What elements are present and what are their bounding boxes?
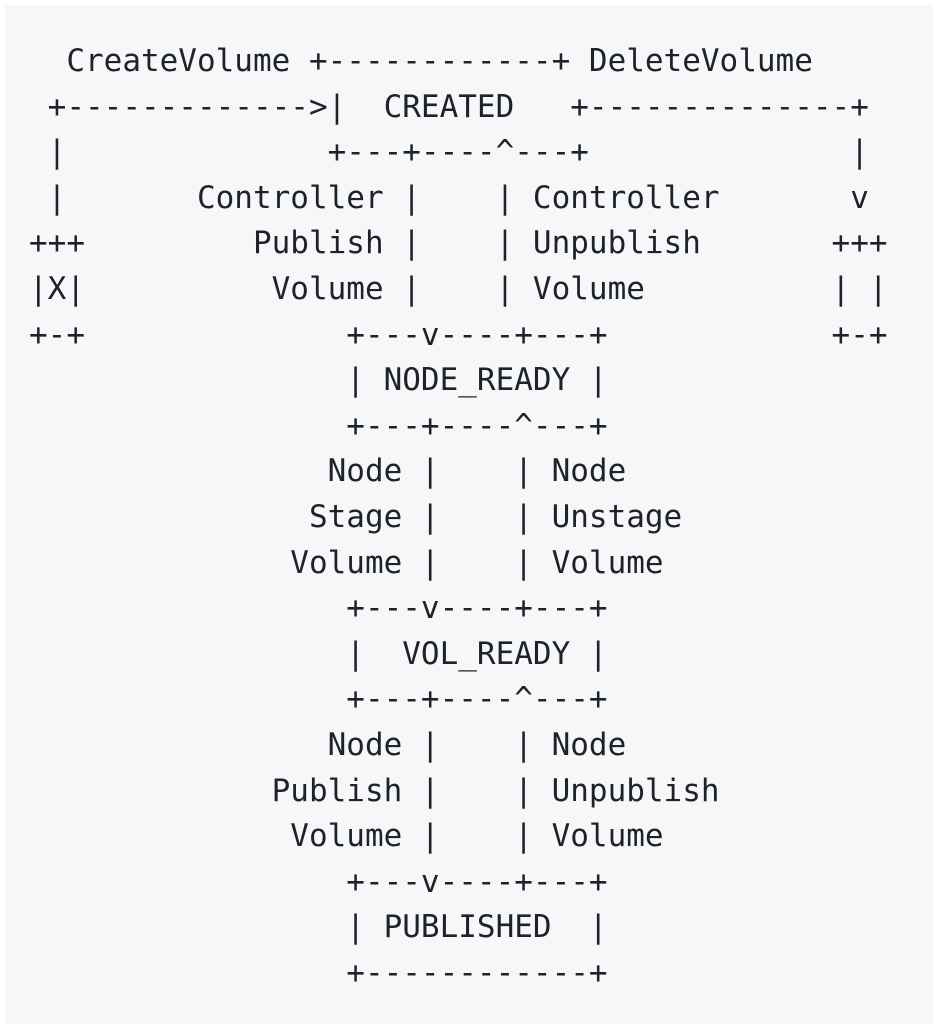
diagram-line: Publish | | Unpublish	[29, 772, 720, 809]
diagram-line: +------------+	[29, 954, 608, 991]
diagram-line: +------------->| CREATED +--------------…	[29, 88, 869, 125]
diagram-line: Stage | | Unstage	[29, 498, 683, 535]
diagram-line: Node | | Node	[29, 453, 627, 490]
diagram-line: | NODE_READY |	[29, 362, 608, 399]
diagram-line: +---+----^---+	[29, 681, 608, 718]
diagram-line: +++ Publish | | Unpublish +++	[29, 225, 888, 262]
code-block-frame: CreateVolume +------------+ DeleteVolume…	[5, 5, 933, 1024]
diagram-line: CreateVolume +------------+ DeleteVolume	[29, 43, 813, 79]
diagram-line: Volume | | Volume	[29, 818, 664, 855]
diagram-line: Node | | Node	[29, 726, 627, 763]
diagram-line: | +---+----^---+ |	[29, 134, 869, 171]
diagram-line: +---v----+---+	[29, 590, 608, 627]
diagram-line: | Controller | | Controller v	[29, 179, 869, 216]
diagram-line: +---+----^---+	[29, 407, 608, 444]
diagram-line: |X| Volume | | Volume | |	[29, 270, 888, 307]
diagram-line: | VOL_READY |	[29, 635, 608, 672]
diagram-line: Volume | | Volume	[29, 544, 664, 581]
diagram-line: +---v----+---+	[29, 863, 608, 900]
diagram-line: | PUBLISHED |	[29, 909, 608, 946]
volume-lifecycle-diagram: CreateVolume +------------+ DeleteVolume…	[29, 39, 888, 996]
diagram-line: +-+ +---v----+---+ +-+	[29, 316, 888, 353]
